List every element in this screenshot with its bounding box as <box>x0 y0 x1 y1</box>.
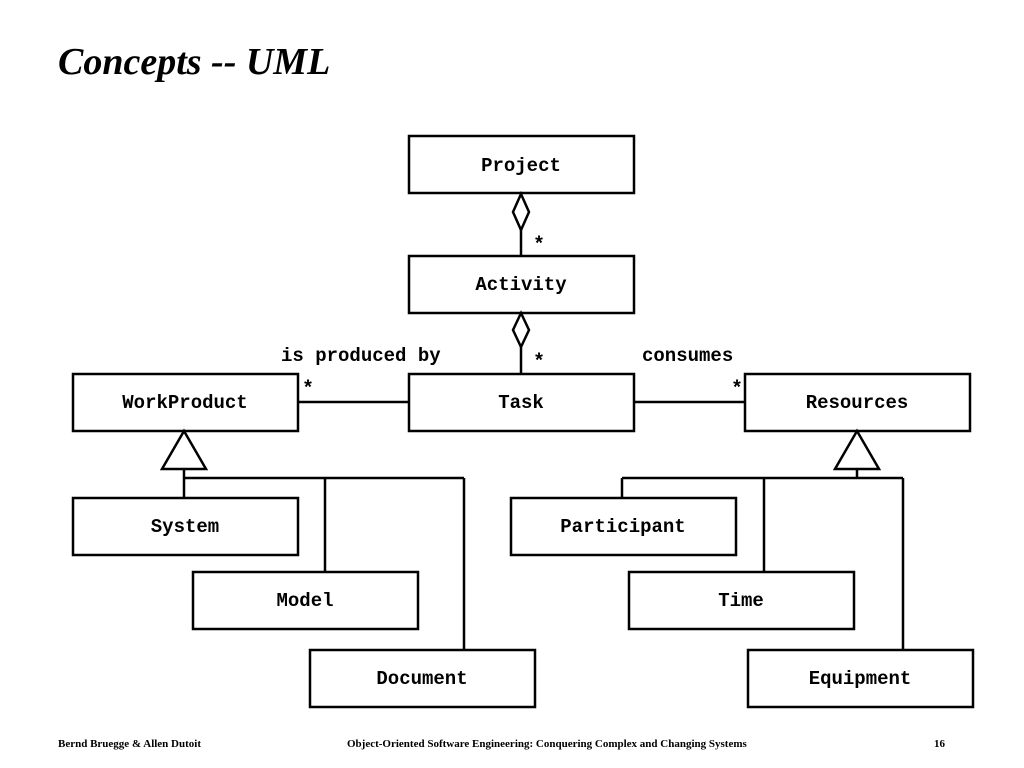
footer-book-title: Object-Oriented Software Engineering: Co… <box>347 738 747 750</box>
footer-page-number: 16 <box>934 738 945 750</box>
multiplicity-project-activity: * <box>533 235 545 258</box>
class-box-activity <box>407 254 636 315</box>
association-label-consumes: consumes <box>642 345 733 367</box>
multiplicity-task-workproduct: * <box>302 379 314 402</box>
class-label-equipment: Equipment <box>809 668 912 690</box>
class-label-task: Task <box>498 392 544 414</box>
class-label-project: Project <box>481 155 561 177</box>
workproduct-generalization-triangle <box>159 428 209 471</box>
class-label-model: Model <box>276 590 333 612</box>
class-label-document: Document <box>376 668 467 690</box>
class-box-system <box>71 496 300 557</box>
footer-authors: Bernd Bruegge & Allen Dutoit <box>58 738 201 750</box>
class-box-document <box>308 648 537 709</box>
class-box-project <box>407 134 636 195</box>
class-label-workproduct: WorkProduct <box>122 392 247 414</box>
slide-title: Concepts -- UML <box>58 41 331 83</box>
multiplicity-activity-task: * <box>533 352 545 375</box>
project-aggregation-diamond <box>511 190 531 234</box>
class-box-participant <box>509 496 738 557</box>
class-box-equipment <box>746 648 975 709</box>
class-box-workproduct <box>71 372 300 433</box>
class-box-resources <box>743 372 972 433</box>
class-label-system: System <box>151 516 219 538</box>
class-label-activity: Activity <box>475 274 567 296</box>
class-label-time: Time <box>718 590 764 612</box>
activity-aggregation-diamond <box>511 310 531 350</box>
class-box-model <box>191 570 420 631</box>
class-label-resources: Resources <box>806 392 909 414</box>
association-label-produced-by: is produced by <box>281 345 441 367</box>
multiplicity-task-resources: * <box>731 379 743 402</box>
class-box-time <box>627 570 856 631</box>
resources-generalization-triangle <box>832 428 882 471</box>
class-label-participant: Participant <box>560 516 685 538</box>
class-box-task <box>407 372 636 433</box>
